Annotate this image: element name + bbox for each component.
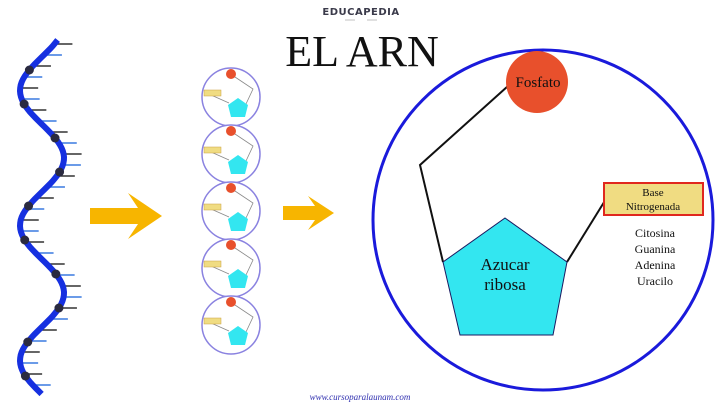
bond-line [210,151,230,161]
bond-line [231,188,254,219]
base-label: Nitrogenada [626,201,680,213]
bond-line [231,302,254,333]
footer-url[interactable]: www.cursoparalaunam.com [310,392,411,402]
phosphate-node [55,167,65,177]
phosphate-group [506,51,568,113]
nitrogenous-base [203,317,222,325]
rna-helix [16,38,82,397]
page-title: EL ARN [285,27,439,76]
phosphate-node [50,133,60,143]
bond-line [231,131,254,162]
ribose-sugar [228,212,248,231]
bond-line [210,265,230,275]
phosphate-node [24,65,34,75]
small-nucleotide [201,295,261,355]
educapedia-logo: EDUCAPEDIA [322,7,399,18]
ribose-sugar [228,98,248,117]
bond-line [210,208,230,218]
phosphate-node [54,303,64,313]
phosphate-node [51,269,61,279]
base-type: Citosina [635,226,676,240]
phosphate-node [23,337,33,347]
phosphate-group [226,126,236,136]
ribose-sugar [228,326,248,345]
phosphate-group [226,183,236,193]
phosphate-node [20,235,30,245]
bond-line [231,74,254,105]
bond-line [210,94,230,104]
small-nucleotide [201,67,261,127]
nitrogenous-base [603,182,704,216]
sugar-label: ribosa [484,275,526,294]
phosphate-node [20,371,30,381]
nucleotide-circle [371,48,715,392]
phosphate-node [24,201,34,211]
bond-line [418,85,509,263]
nitrogenous-base [203,260,222,268]
phosphate-label: Fosfato [516,75,561,91]
nucleotide-chain [201,67,261,355]
arrow-right-icon [283,196,334,230]
phosphate-group [226,297,236,307]
arrow-right-icon [90,193,162,239]
sugar-label: Azucar [480,255,529,274]
phosphate-group [226,240,236,250]
ribose-sugar [228,269,248,288]
ribose-sugar [228,155,248,174]
bond-line [566,198,607,263]
helix-backbone [16,38,68,397]
ribose-sugar [442,217,568,336]
nitrogenous-base [203,203,222,211]
small-nucleotide [201,124,261,184]
phosphate-group [226,69,236,79]
bond-line [231,245,254,276]
base-type: Uracilo [637,274,673,288]
nitrogenous-base [203,89,222,97]
small-nucleotide [201,181,261,241]
nitrogenous-base [203,146,222,154]
base-type: Guanina [635,242,676,256]
nucleotide-detail: Fosfato Azucar ribosa Base Nitrogenada C… [371,48,715,392]
small-nucleotide [201,238,261,298]
base-type: Adenina [635,258,676,272]
phosphate-node [19,99,29,109]
bond-line [210,322,230,332]
base-label: Base [642,187,664,199]
